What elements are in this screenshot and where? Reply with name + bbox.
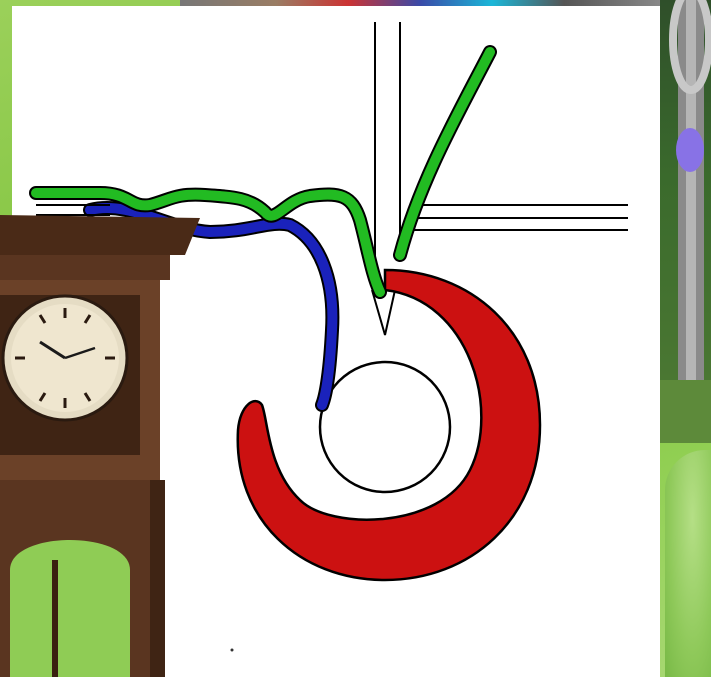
- center-circle: [318, 360, 452, 494]
- needle-tip: [371, 289, 396, 336]
- dot-mark: [230, 648, 234, 652]
- vertical-rope: [374, 22, 401, 270]
- left-bar-lines: [36, 204, 110, 216]
- red-hook-loop: [236, 268, 542, 582]
- leaf-decoration: [665, 450, 711, 677]
- photo-strip-icon: [660, 0, 711, 443]
- right-photo-strip: [660, 0, 711, 443]
- grandfather-clock-icon: [0, 215, 200, 677]
- horizontal-bar: [410, 204, 628, 231]
- green-strand: [31, 47, 495, 297]
